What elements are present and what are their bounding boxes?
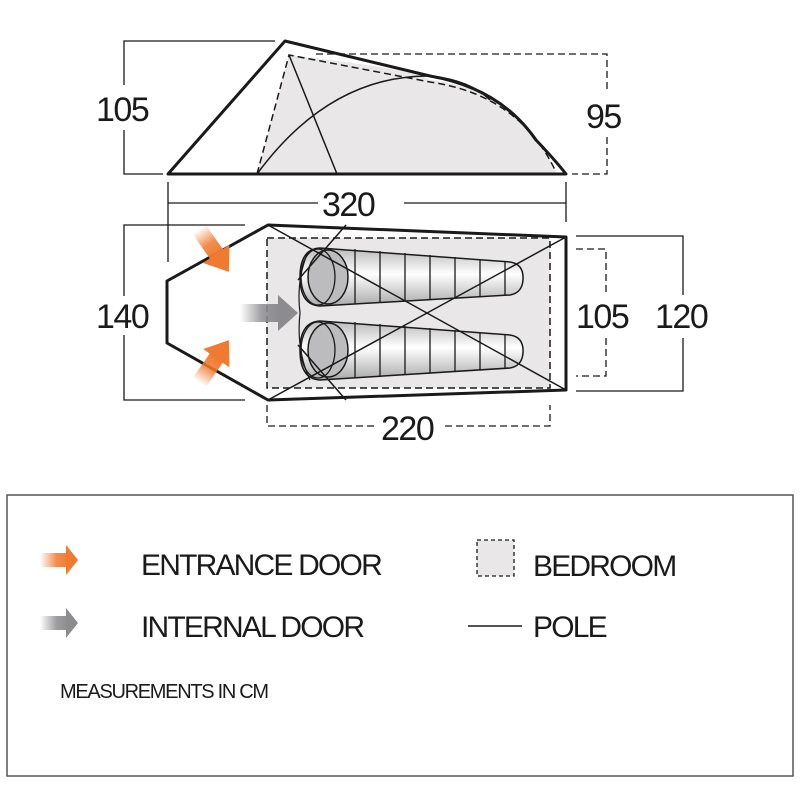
legend-pole-label: POLE	[533, 611, 607, 644]
legend-box: ENTRANCE DOOR INTERNAL DOOR BEDROOM POLE…	[6, 494, 794, 777]
dim-width-outer: 140	[96, 298, 149, 336]
internal-door-arrow	[240, 295, 298, 331]
flysheet-outline-side	[166, 39, 568, 176]
legend-entrance-door-label: ENTRANCE DOOR	[141, 549, 382, 582]
legend-internal-door-label: INTERNAL DOOR	[141, 611, 364, 644]
dim-height-bedroom: 95	[586, 98, 621, 136]
legend-bedroom-icon	[476, 539, 515, 577]
pole-side-1	[288, 54, 338, 175]
dim-height-outer: 105	[96, 91, 149, 129]
dim-length-total: 320	[322, 186, 375, 224]
legend-internal-arrow-icon	[40, 608, 78, 638]
entrance-door-arrow-bottom	[192, 340, 230, 388]
dim-rear-width: 120	[655, 298, 708, 336]
legend-entrance-arrow-icon	[40, 545, 78, 575]
legend-bedroom-label: BEDROOM	[533, 550, 675, 583]
flysheet-outline-plan	[165, 223, 568, 402]
bedroom-area-side	[257, 55, 557, 174]
side-view: 105 95 320	[96, 39, 623, 262]
inner-tent-outline	[256, 54, 557, 175]
units-note: MEASUREMENTS IN CM	[60, 681, 268, 703]
poles-plan	[267, 224, 567, 401]
entrance-door-arrow-top	[192, 224, 230, 272]
dim-bedroom-width: 105	[576, 298, 629, 336]
bedroom-outline-plan	[266, 237, 551, 389]
plan-view: 140 105 120 220	[96, 223, 709, 448]
dim-bedroom-length: 220	[381, 410, 434, 448]
